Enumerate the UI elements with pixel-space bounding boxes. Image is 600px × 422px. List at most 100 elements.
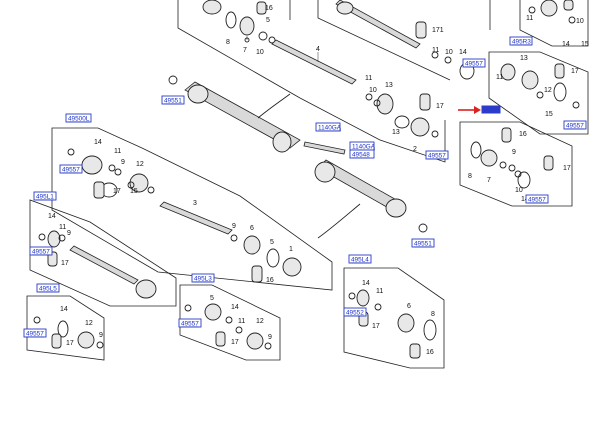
callout-9: 9 [512,149,516,156]
svg-text:49551: 49551 [164,98,182,105]
svg-text:49557: 49557 [428,153,446,160]
ref-49557-L1[interactable]: 49557 [29,246,53,256]
ref-495L4[interactable]: 495L4 [348,254,372,264]
callout-15: 15 [130,188,138,195]
callout-9: 9 [67,230,71,237]
callout-14: 14 [562,41,570,48]
svg-text:49500L: 49500L [68,116,90,123]
callout-14: 14 [362,280,370,287]
callout-8: 8 [468,173,472,180]
callout-3: 3 [193,200,197,207]
callout-6: 6 [407,303,411,310]
panel-495R3 [488,51,589,135]
callout-12: 12 [85,320,93,327]
callout-9: 9 [268,334,272,341]
callout-11: 11 [114,148,121,155]
callout-17: 17 [61,260,69,267]
callout-17: 17 [66,340,74,347]
callout-17: 17 [563,165,571,172]
callout-12: 12 [136,161,144,168]
callout-16: 16 [265,5,273,12]
callout-5: 5 [210,295,214,302]
callout-14: 14 [231,304,239,311]
ref-49557-L3[interactable]: 49557 [178,318,202,328]
ref-495L5[interactable]: 495L5 [36,283,60,293]
svg-text:49557: 49557 [181,321,199,328]
panel-left-main [51,127,333,291]
panel-top-outer-joint [177,0,357,99]
bolt-group [303,141,346,155]
panel-495L4 [343,267,445,369]
callout-9: 9 [121,159,125,166]
ref-49548[interactable]: 49548 [349,149,375,159]
svg-text:1140GA: 1140GA [318,125,342,132]
callout-8: 8 [226,39,230,46]
svg-text:49557: 49557 [62,167,80,174]
callout-11: 11 [376,288,383,295]
svg-text:495L5: 495L5 [39,286,57,293]
callout-12: 12 [256,318,264,325]
callout-5: 5 [270,239,274,246]
panel-495L5 [26,295,105,361]
callout-12: 12 [544,87,552,94]
svg-text:49557: 49557 [32,249,50,256]
ref-49557-left-main[interactable]: 49557 [59,164,83,174]
panel-right-middle [459,121,573,207]
callout-16: 16 [519,131,527,138]
callout-10: 10 [515,187,523,194]
callout-15: 15 [545,111,553,118]
ref-495R-highlighted[interactable] [481,105,501,114]
ref-49500L[interactable]: 49500L [65,113,92,123]
callout-13: 13 [385,82,393,89]
callout-16: 16 [426,349,434,356]
ref-49557-L5[interactable]: 49557 [23,328,47,338]
callout-14: 14 [459,49,467,56]
panel-495L1 [29,199,177,307]
highlight-arrow [458,106,481,114]
svg-text:49557: 49557 [465,61,483,68]
svg-text:495L1: 495L1 [36,194,54,201]
callout-13: 13 [392,129,400,136]
callout-7: 7 [487,177,491,184]
ref-49557-right-middle[interactable]: 49557 [525,194,549,204]
panel-495L3 [179,284,281,361]
callout-14: 14 [94,139,102,146]
callout-15: 15 [581,41,589,48]
ref-49551-right[interactable]: 49551 [411,238,435,248]
drive-shaft-upper [168,75,301,153]
ref-49557-R3[interactable]: 49557 [563,120,587,130]
callout-17: 17 [113,188,121,195]
callout-17: 17 [571,68,579,75]
callout-7: 7 [243,47,247,54]
callout-11: 11 [238,318,245,325]
callout-11: 11 [526,15,533,22]
ref-49557-top[interactable]: 49557 [462,58,486,68]
ref-495R3[interactable]: 495R3 [509,36,533,46]
ref-495L3[interactable]: 495L3 [191,273,215,283]
ref-49552[interactable]: 49552 [343,307,367,317]
callout-5: 5 [266,17,270,24]
callout-14: 14 [48,213,56,220]
callout-14: 14 [60,306,68,313]
svg-text:49551: 49551 [414,241,432,248]
ref-49557-center[interactable]: 49557 [425,150,449,160]
svg-text:495L4: 495L4 [351,257,369,264]
ref-1140GA[interactable]: 1140GA [315,122,342,132]
svg-text:49557: 49557 [528,197,546,204]
callout-2: 2 [413,146,417,153]
callout-9: 9 [232,223,236,230]
ref-495L1[interactable]: 495L1 [33,191,57,201]
callout-1: 1 [289,246,293,253]
ref-49551-upper[interactable]: 49551 [161,95,185,105]
drive-shaft-right [314,159,428,239]
ref-1140GA-b[interactable]: 1140GA [349,141,376,151]
svg-text:49548: 49548 [352,152,370,159]
svg-text:495R3: 495R3 [512,39,531,46]
callout-10: 10 [256,49,264,56]
callout-11: 11 [59,224,66,231]
svg-text:495L3: 495L3 [194,276,212,283]
svg-text:49557: 49557 [566,123,584,130]
callout-4: 4 [316,46,320,53]
callout-11: 11 [432,47,439,54]
